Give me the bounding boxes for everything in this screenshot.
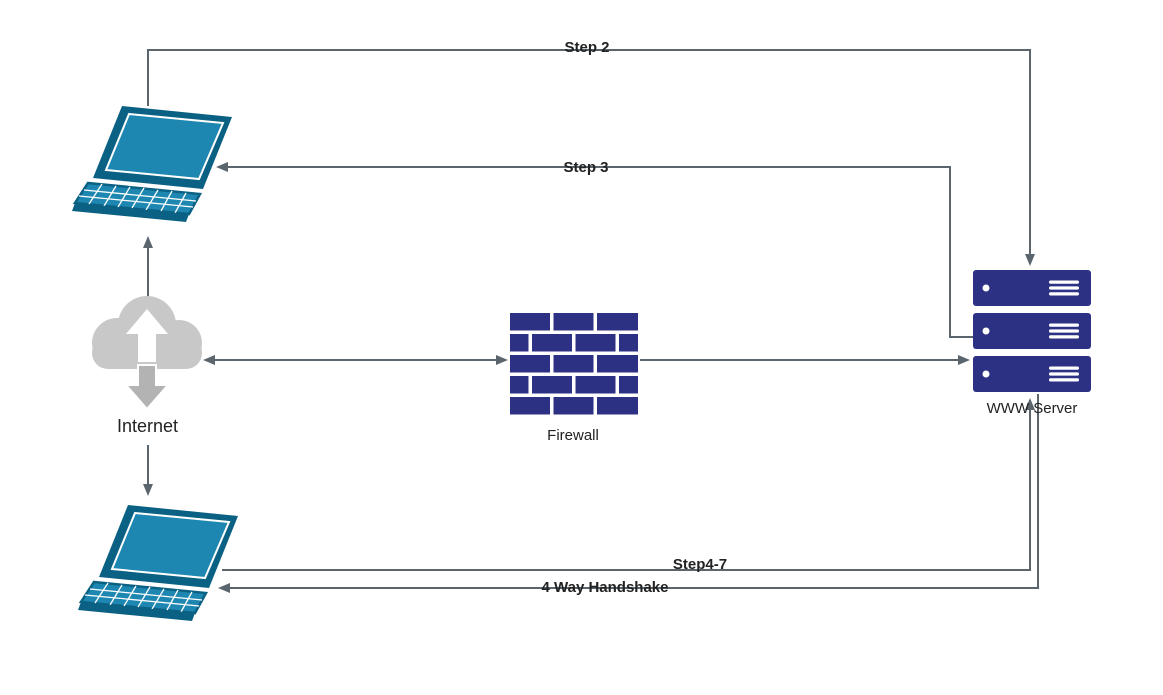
connector-lines xyxy=(147,49,1039,589)
www-server-label: WWW Server xyxy=(986,400,1078,417)
www-server-node xyxy=(973,270,1091,394)
arrowhead-step3 xyxy=(216,162,228,172)
edge-step2-line xyxy=(147,49,1031,254)
step2-label: Step 2 xyxy=(564,39,610,56)
arrowhead-into-server-bottom xyxy=(1025,398,1035,410)
arrowhead-into-firewall xyxy=(496,355,508,365)
firewall-node xyxy=(510,313,638,415)
step4-7-label: Step4-7 xyxy=(672,556,728,573)
arrowhead-to-client-top xyxy=(143,236,153,248)
server-stack-icon xyxy=(973,270,1091,392)
internet-label: Internet xyxy=(116,416,179,436)
firewall-bricks-icon xyxy=(510,313,638,415)
server-unit-2 xyxy=(973,313,1091,349)
arrowhead-into-server-left xyxy=(958,355,970,365)
laptop-icon xyxy=(78,505,240,623)
handshake-label: 4 Way Handshake xyxy=(541,579,669,596)
arrowhead-step2 xyxy=(1025,254,1035,266)
server-unit-3 xyxy=(973,356,1091,392)
edge-step3-line xyxy=(228,166,973,338)
arrowhead-to-client-bottom xyxy=(143,484,153,496)
server-unit-1 xyxy=(973,270,1091,306)
client-bottom-node xyxy=(78,505,240,623)
step3-label: Step 3 xyxy=(563,159,609,176)
cloud-icon xyxy=(92,296,202,411)
edge-handshake-line xyxy=(230,394,1039,589)
edge-step4-7-line xyxy=(222,410,1031,571)
download-arrow-icon xyxy=(123,364,171,411)
arrowheads xyxy=(143,162,1035,593)
upload-arrow-icon xyxy=(126,309,168,362)
client-top-node xyxy=(72,106,234,224)
internet-node xyxy=(83,285,211,415)
laptop-icon xyxy=(72,106,234,224)
arrowhead-into-cloud xyxy=(203,355,215,365)
firewall-label: Firewall xyxy=(547,427,599,444)
arrowhead-handshake xyxy=(218,583,230,593)
